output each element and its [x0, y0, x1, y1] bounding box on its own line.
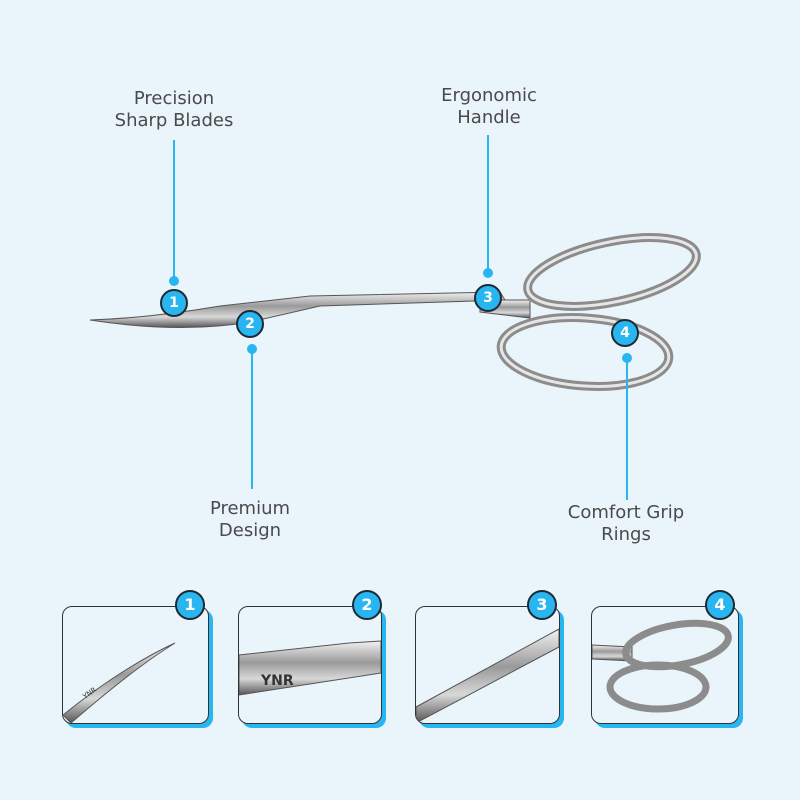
number-badge: 2 — [352, 590, 382, 620]
detail-card-design: YNR — [238, 606, 382, 724]
detail-card-blades: YNR — [62, 606, 209, 724]
blade-tip-closeup: YNR — [63, 642, 176, 723]
callout-line — [487, 135, 489, 273]
number-badge: 3 — [474, 284, 502, 312]
number-badge: 4 — [705, 590, 735, 620]
handle-closeup — [416, 628, 559, 723]
callout-line — [173, 140, 175, 280]
number-badge: 1 — [160, 289, 188, 317]
callout-line — [626, 358, 628, 500]
engraving-closeup: YNR — [239, 640, 381, 696]
callout-dot — [483, 268, 493, 278]
rings-closeup — [592, 619, 732, 713]
callout-dot — [169, 276, 179, 286]
number-badge: 2 — [236, 310, 264, 338]
number-badge: 4 — [611, 319, 639, 347]
number-badge: 1 — [175, 590, 205, 620]
number-badge: 3 — [527, 590, 557, 620]
callout-line — [251, 349, 253, 489]
svg-text:YNR: YNR — [260, 673, 294, 689]
detail-card-rings — [591, 606, 739, 724]
detail-card-handle — [415, 606, 560, 724]
